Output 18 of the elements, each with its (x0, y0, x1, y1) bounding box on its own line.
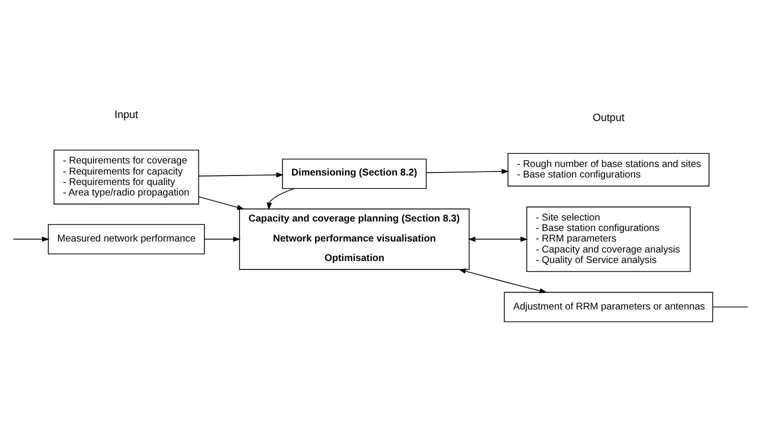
node-box: Measured network performance (48, 224, 205, 254)
node-box: - Requirements for coverage - Requirements for capacity - Requirements for quality - Area type/radio propagation (54, 149, 200, 204)
node-box: - Rough number of base stations and sites - Base station configurations (508, 152, 710, 186)
node-box: Adjustment of RRM parameters or antennas (504, 291, 714, 322)
arrow (12, 236, 50, 242)
label: Output (592, 112, 624, 124)
node-box: - Site selection - Base station configurations - RRM parameters - Capacity and coverage analysis - Quality of Service analysis (526, 206, 691, 272)
node-box: Capacity and coverage planning (Section 8.3) Network performance visualisation Optimisation (239, 208, 470, 270)
arrow (458, 268, 548, 293)
arrow (204, 236, 241, 242)
arrow (266, 188, 295, 210)
arrow (426, 168, 509, 174)
node-box: Dimensioning (Section 8.2) (282, 158, 427, 188)
arrow (468, 236, 528, 242)
arrow (198, 172, 284, 178)
arrow (198, 196, 244, 210)
label: Input (114, 108, 138, 120)
connector (712, 306, 748, 307)
